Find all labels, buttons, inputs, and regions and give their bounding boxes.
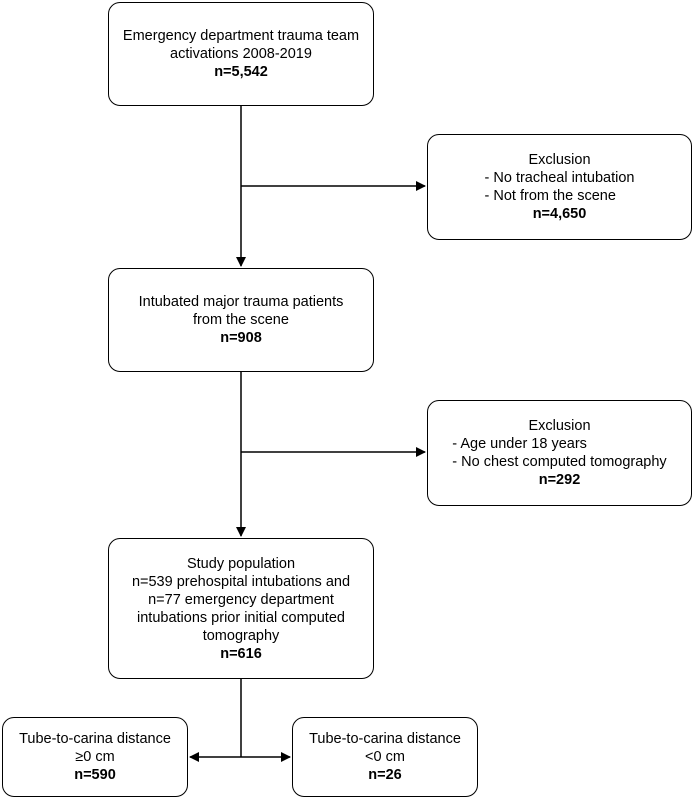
box-tube-carina-lt0: Tube-to-carina distance <0 cm n=26 <box>292 717 478 797</box>
exclusion1-title: Exclusion <box>528 152 591 168</box>
activations-count: n=5,542 <box>214 64 268 80</box>
intubated-line-1: Intubated major trauma patients <box>138 294 344 310</box>
lt0-line-2: <0 cm <box>365 749 405 765</box>
ge0-line-1: Tube-to-carina distance <box>19 731 171 747</box>
study-count: n=616 <box>220 645 262 662</box>
lt0-line-1: Tube-to-carina distance <box>309 731 461 747</box>
activations-line-1: Emergency department trauma team <box>122 28 360 44</box>
exclusion1-items: - No tracheal intubation - Not from the … <box>485 169 635 205</box>
intubated-line-2: from the scene <box>193 312 289 328</box>
study-line-2: n=539 prehospital intubations and <box>131 573 351 590</box>
study-line-4: intubations prior initial computed <box>137 609 345 626</box>
intubated-count: n=908 <box>220 330 262 346</box>
exclusion2-item: - Age under 18 years <box>452 436 587 452</box>
box-study-population: Study population n=539 prehospital intub… <box>108 538 374 679</box>
box-tube-carina-ge0: Tube-to-carina distance ≥0 cm n=590 <box>2 717 188 797</box>
exclusion2-title: Exclusion <box>528 418 591 434</box>
study-line-1: Study population <box>186 555 296 572</box>
exclusion2-count: n=292 <box>538 472 581 488</box>
ge0-line-2: ≥0 cm <box>75 749 115 765</box>
exclusion2-item: - No chest computed tomography <box>452 454 667 470</box>
ge0-count: n=590 <box>74 767 116 783</box>
exclusion1-item: - No tracheal intubation <box>484 170 635 186</box>
study-line-5: tomography <box>202 627 280 644</box>
box-trauma-team-activations: Emergency department trauma team activat… <box>108 2 374 106</box>
exclusion2-items: - Age under 18 years - No chest computed… <box>452 435 666 471</box>
box-exclusion-1: Exclusion - No tracheal intubation - Not… <box>427 134 692 240</box>
lt0-count: n=26 <box>368 767 402 783</box>
exclusion1-item: - Not from the scene <box>484 188 616 204</box>
study-line-3: n=77 emergency department <box>148 591 334 608</box>
activations-line-2: activations 2008-2019 <box>170 46 312 62</box>
box-exclusion-2: Exclusion - Age under 18 years - No ches… <box>427 400 692 506</box>
exclusion1-count: n=4,650 <box>532 206 587 222</box>
box-intubated-patients: Intubated major trauma patients from the… <box>108 268 374 372</box>
